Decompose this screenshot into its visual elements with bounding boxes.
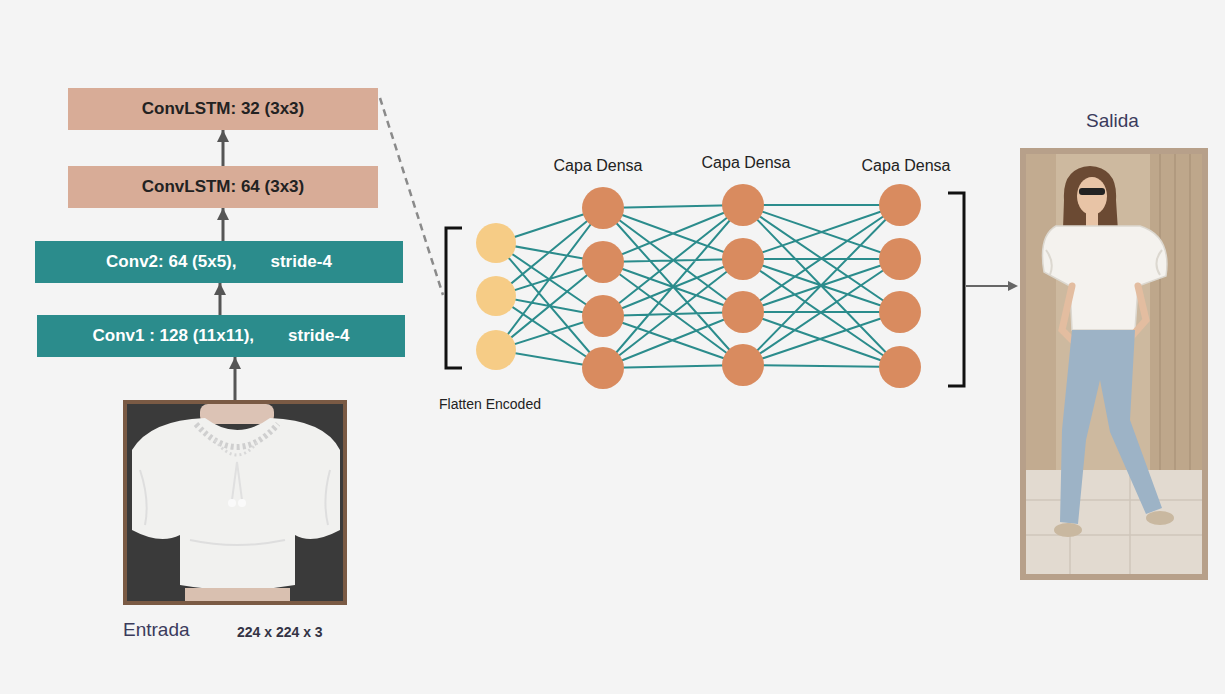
conv-layer: Conv2: 64 (5x5), stride-4 <box>35 241 403 283</box>
flow-arrow <box>234 357 237 400</box>
input-neurons <box>476 223 516 370</box>
output-arrow <box>966 285 1010 287</box>
dense-connections <box>496 205 900 368</box>
layer-text: ConvLSTM: 64 (3x3) <box>142 177 304 197</box>
layer-text: stride-4 <box>288 326 349 346</box>
conv-layer: Conv1 : 128 (11x11), stride-4 <box>37 315 405 357</box>
right-bracket <box>948 193 964 386</box>
output-image: Salida <box>1020 148 1208 580</box>
left-bracket <box>446 228 462 368</box>
layer-label: Capa Densa <box>554 157 643 175</box>
dense-neurons <box>582 184 921 389</box>
output-photo <box>1020 148 1208 580</box>
image-caption: Salida <box>1086 110 1139 132</box>
flow-arrow <box>222 208 225 241</box>
convlstm-layer: ConvLSTM: 64 (3x3) <box>68 166 378 208</box>
image-caption: 224 x 224 x 3 <box>237 624 323 640</box>
layer-text: stride-4 <box>270 252 331 272</box>
convlstm-layer: ConvLSTM: 32 (3x3) <box>68 88 378 130</box>
flow-arrow <box>219 283 222 315</box>
image-caption: Entrada <box>123 619 190 641</box>
input-image: Entrada224 x 224 x 3 <box>123 400 347 605</box>
output-arrowhead <box>1008 281 1018 291</box>
layer-label: Capa Densa <box>862 157 951 175</box>
encoding-label: Flatten Encoded <box>439 396 541 412</box>
layer-text: Conv2: 64 (5x5), <box>106 252 236 272</box>
layer-text: ConvLSTM: 32 (3x3) <box>142 99 304 119</box>
flow-arrow <box>222 130 225 166</box>
layer-text: Conv1 : 128 (11x11), <box>92 326 254 346</box>
layer-label: Capa Densa <box>702 154 791 172</box>
input-photo <box>123 400 347 605</box>
